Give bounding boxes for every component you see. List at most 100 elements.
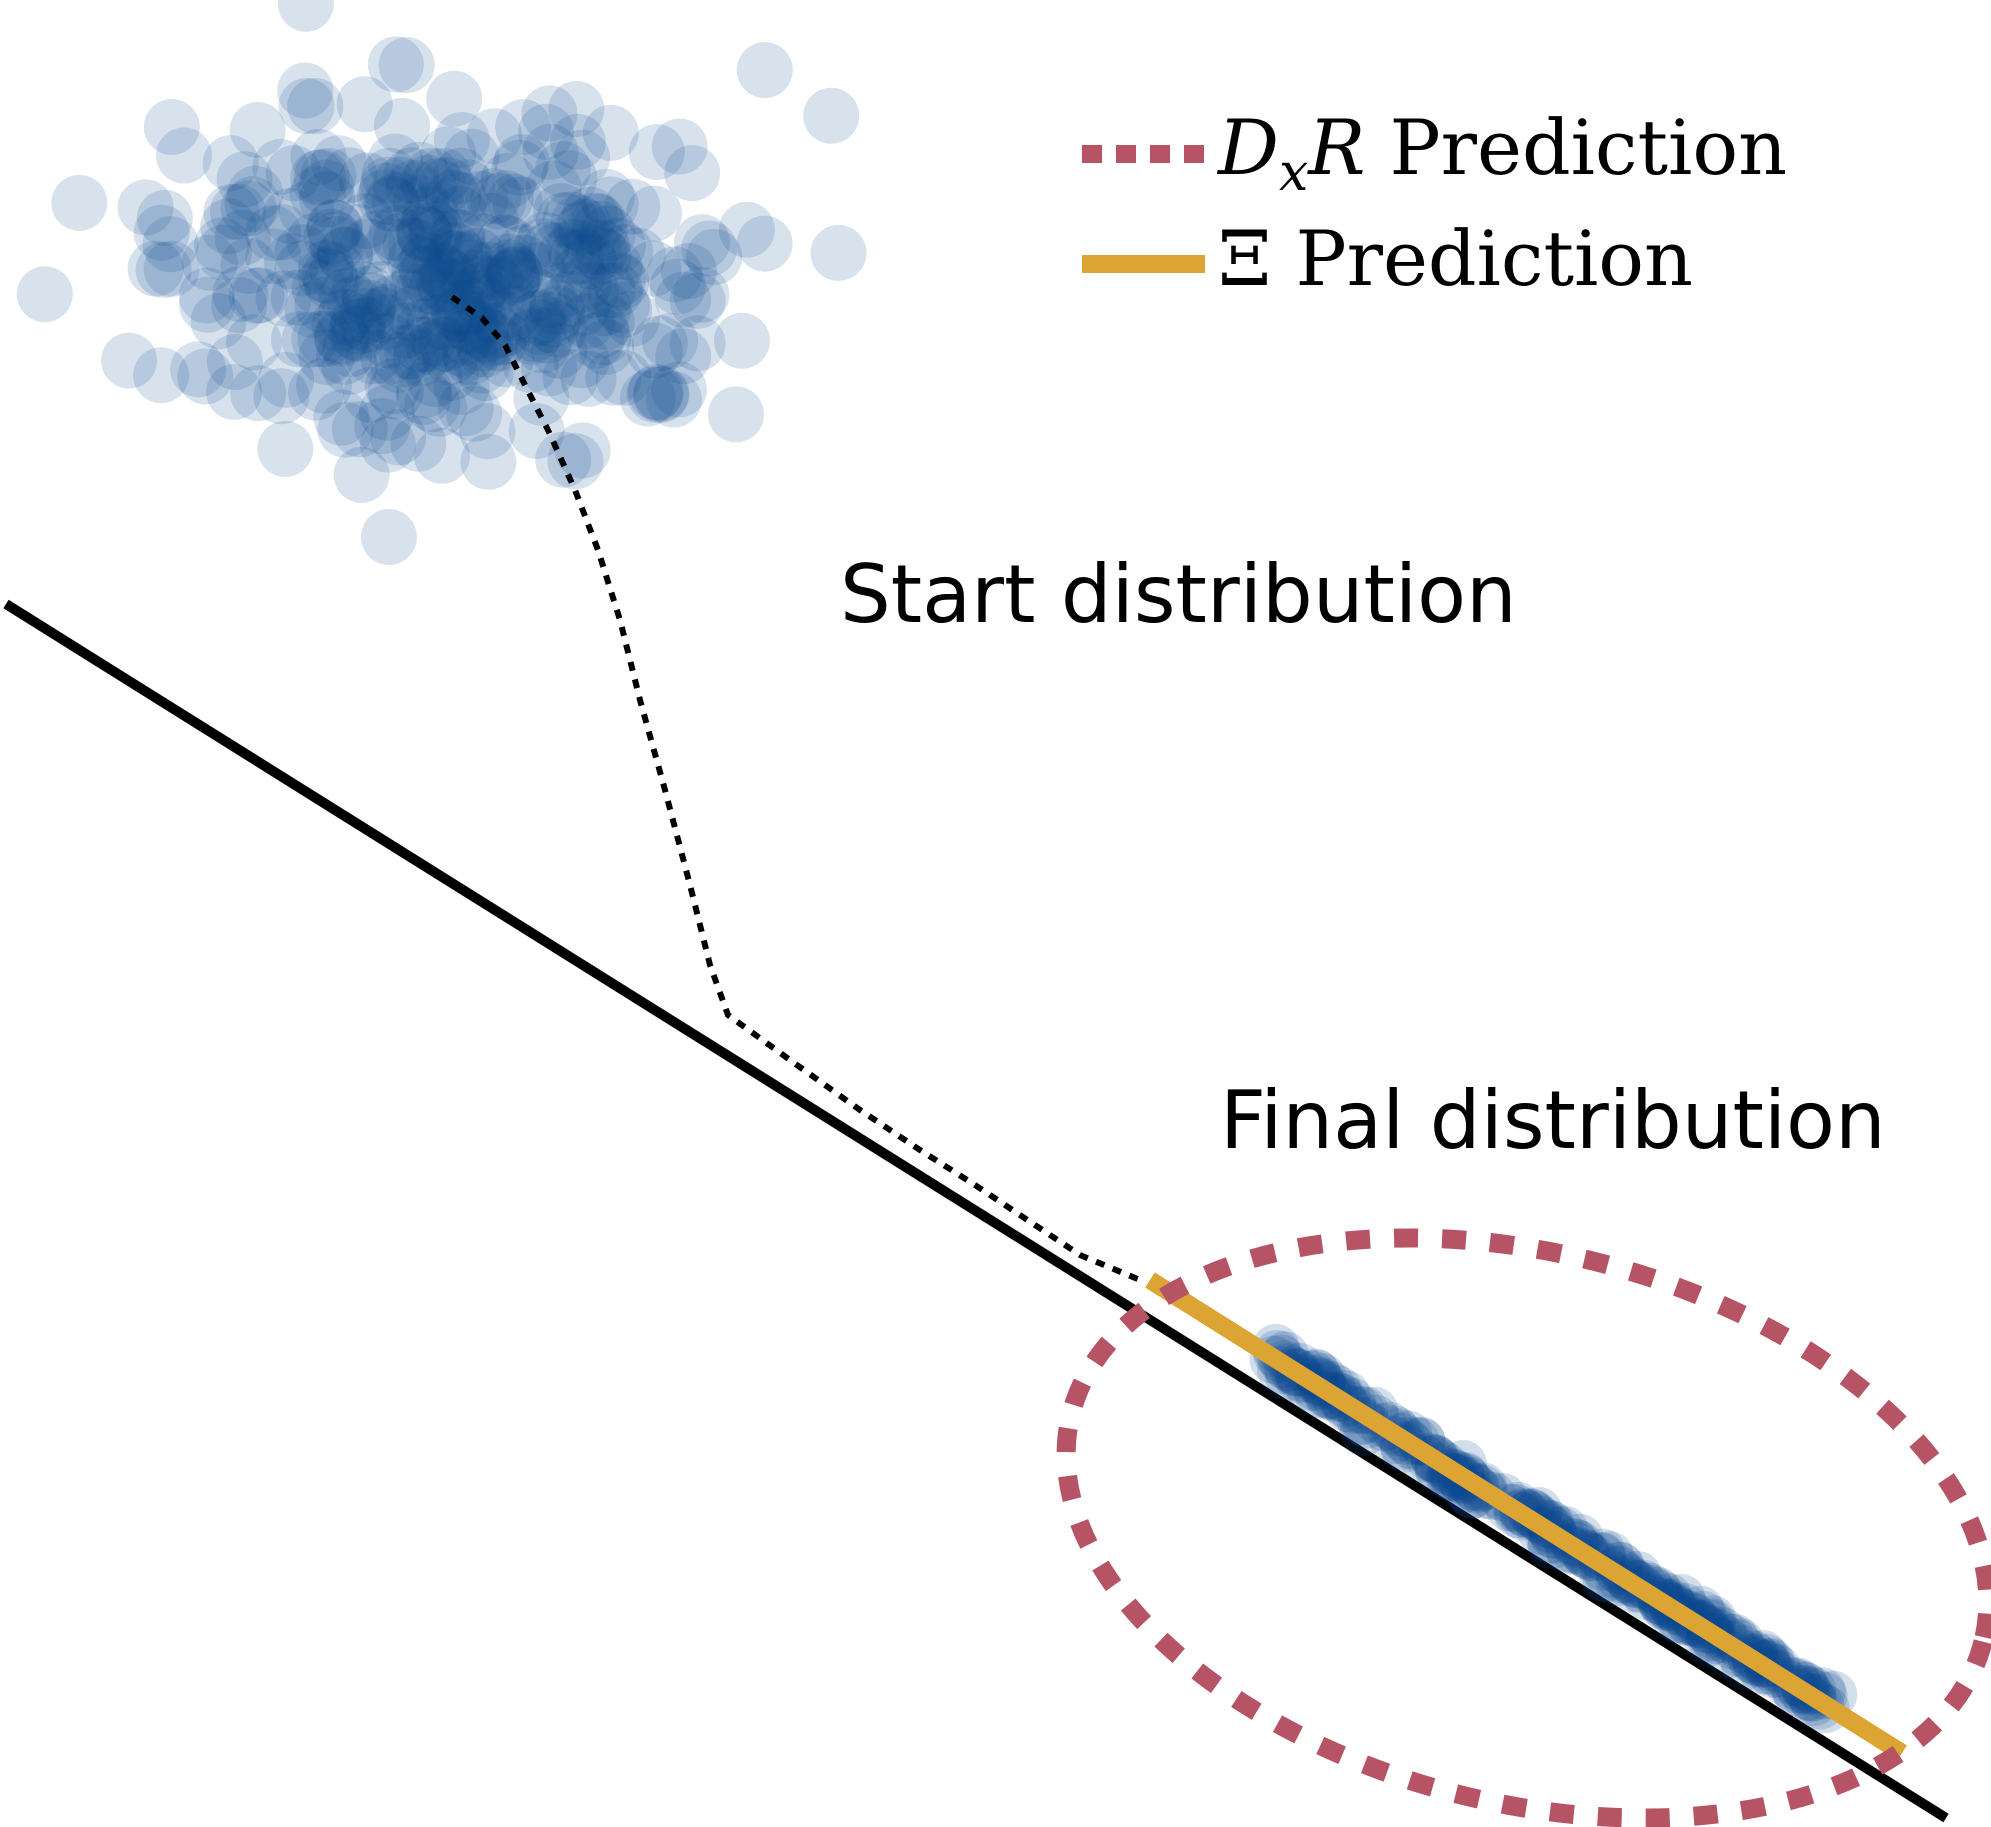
start-point: [391, 141, 448, 198]
start-point: [415, 294, 472, 351]
start-point: [392, 175, 449, 232]
start-point: [523, 297, 580, 354]
start-point: [51, 174, 108, 231]
start-point: [467, 255, 524, 312]
start-point: [360, 156, 417, 213]
start-point: [420, 126, 477, 183]
start-point: [651, 118, 708, 175]
start-point: [170, 341, 227, 398]
start-point: [317, 227, 374, 284]
start-point: [284, 282, 341, 339]
start-point: [562, 186, 618, 243]
start-point: [462, 192, 519, 249]
start-point: [519, 307, 575, 364]
start-point: [412, 316, 469, 373]
start-point: [200, 198, 257, 255]
start-point: [411, 242, 468, 299]
start-point: [575, 309, 632, 366]
start-point: [253, 368, 310, 425]
start-point: [632, 366, 689, 423]
start-point: [336, 76, 393, 133]
start-distribution-label: Start distribution: [840, 548, 1517, 641]
start-point: [393, 316, 449, 373]
start-point: [454, 337, 510, 394]
start-point: [307, 211, 364, 268]
start-point: [194, 217, 250, 274]
start-point: [423, 230, 480, 287]
legend-dxr-symbol-main: D: [1216, 103, 1279, 192]
start-point: [432, 286, 489, 343]
start-point: [546, 219, 603, 275]
start-point: [595, 349, 652, 406]
start-point: [626, 185, 682, 242]
start-point: [351, 209, 408, 266]
start-point: [418, 246, 475, 303]
start-point: [492, 176, 549, 233]
start-point: [633, 365, 690, 422]
start-point: [270, 269, 327, 326]
start-point: [409, 310, 466, 367]
start-point: [340, 279, 397, 336]
start-point: [298, 329, 355, 385]
start-point: [379, 268, 436, 325]
start-point: [357, 294, 414, 351]
start-point: [460, 433, 517, 490]
start-point: [297, 247, 354, 303]
start-point: [316, 328, 372, 385]
start-point: [337, 193, 394, 249]
start-point: [507, 290, 564, 347]
start-point: [506, 305, 563, 362]
start-point: [367, 133, 424, 190]
start-point: [627, 364, 684, 421]
start-point: [573, 302, 630, 359]
start-point: [227, 165, 284, 222]
start-point: [449, 227, 506, 284]
start-point: [389, 256, 446, 313]
start-point: [449, 269, 506, 326]
start-point: [646, 246, 703, 303]
start-point: [418, 259, 475, 316]
start-point: [535, 192, 592, 249]
start-point: [370, 336, 427, 393]
start-point: [322, 321, 379, 377]
start-point: [299, 171, 356, 228]
start-point: [455, 255, 512, 312]
start-point: [338, 287, 395, 344]
start-point: [486, 173, 543, 230]
start-point: [660, 243, 717, 299]
start-point: [396, 368, 452, 425]
start-point: [363, 175, 420, 232]
start-point: [423, 344, 480, 401]
start-point: [504, 308, 561, 365]
start-point: [574, 219, 631, 276]
start-point: [419, 283, 476, 340]
start-point: [529, 285, 586, 342]
start-point: [549, 113, 606, 170]
start-point: [575, 228, 632, 285]
start-point: [593, 254, 650, 311]
start-point: [554, 129, 611, 186]
start-point: [582, 104, 639, 161]
start-point: [444, 299, 500, 356]
start-point: [480, 152, 537, 209]
start-point: [409, 204, 466, 261]
start-point: [491, 139, 548, 196]
start-point: [626, 366, 683, 423]
start-point: [374, 98, 430, 154]
start-point: [278, 181, 335, 238]
start-point: [156, 127, 212, 184]
start-point: [553, 332, 610, 389]
start-point: [360, 283, 416, 340]
start-point: [578, 319, 634, 375]
start-point: [406, 351, 463, 407]
start-point: [596, 281, 653, 338]
start-point: [220, 180, 277, 237]
start-point: [281, 311, 338, 368]
start-point: [360, 509, 417, 565]
start-point: [484, 242, 541, 299]
start-point: [142, 216, 199, 273]
start-point: [317, 288, 374, 345]
start-point: [669, 315, 726, 372]
start-point: [358, 162, 415, 219]
start-point: [385, 285, 442, 342]
